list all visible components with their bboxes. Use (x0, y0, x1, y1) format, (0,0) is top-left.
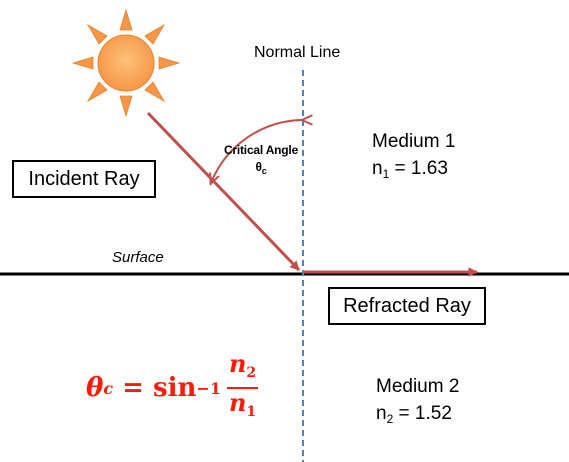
medium1-block: Medium 1 n1 = 1.63 (372, 128, 455, 188)
medium2-block: Medium 2 n2 = 1.52 (376, 373, 459, 433)
critical-angle-label: Critical Angle θc (211, 142, 311, 180)
medium1-index: n1 = 1.63 (372, 158, 448, 181)
formula-fraction: n2 n1 (226, 350, 259, 426)
medium2-name: Medium 2 (376, 376, 460, 397)
formula-denominator: n1 (228, 388, 257, 421)
incident-ray (146, 111, 301, 272)
critical-angle-arc (211, 120, 303, 183)
incident-ray-label: Incident Ray (12, 160, 156, 198)
refracted-ray-label: Refracted Ray (328, 287, 486, 325)
formula-sin: = sin (113, 373, 197, 403)
sun-icon (71, 8, 181, 118)
formula-exponent: −1 (196, 378, 221, 398)
formula-theta-sub: c (103, 378, 114, 398)
surface-label: Surface (112, 249, 164, 266)
normal-line-label: Normal Line (254, 44, 341, 61)
medium2-index: n2 = 1.52 (376, 403, 452, 426)
critical-angle-text: Critical Angle (223, 143, 299, 157)
critical-angle-symbol: θc (255, 160, 267, 176)
formula-theta: θ (86, 373, 104, 403)
formula-numerator: n2 (226, 350, 259, 389)
medium1-name: Medium 1 (372, 131, 456, 152)
